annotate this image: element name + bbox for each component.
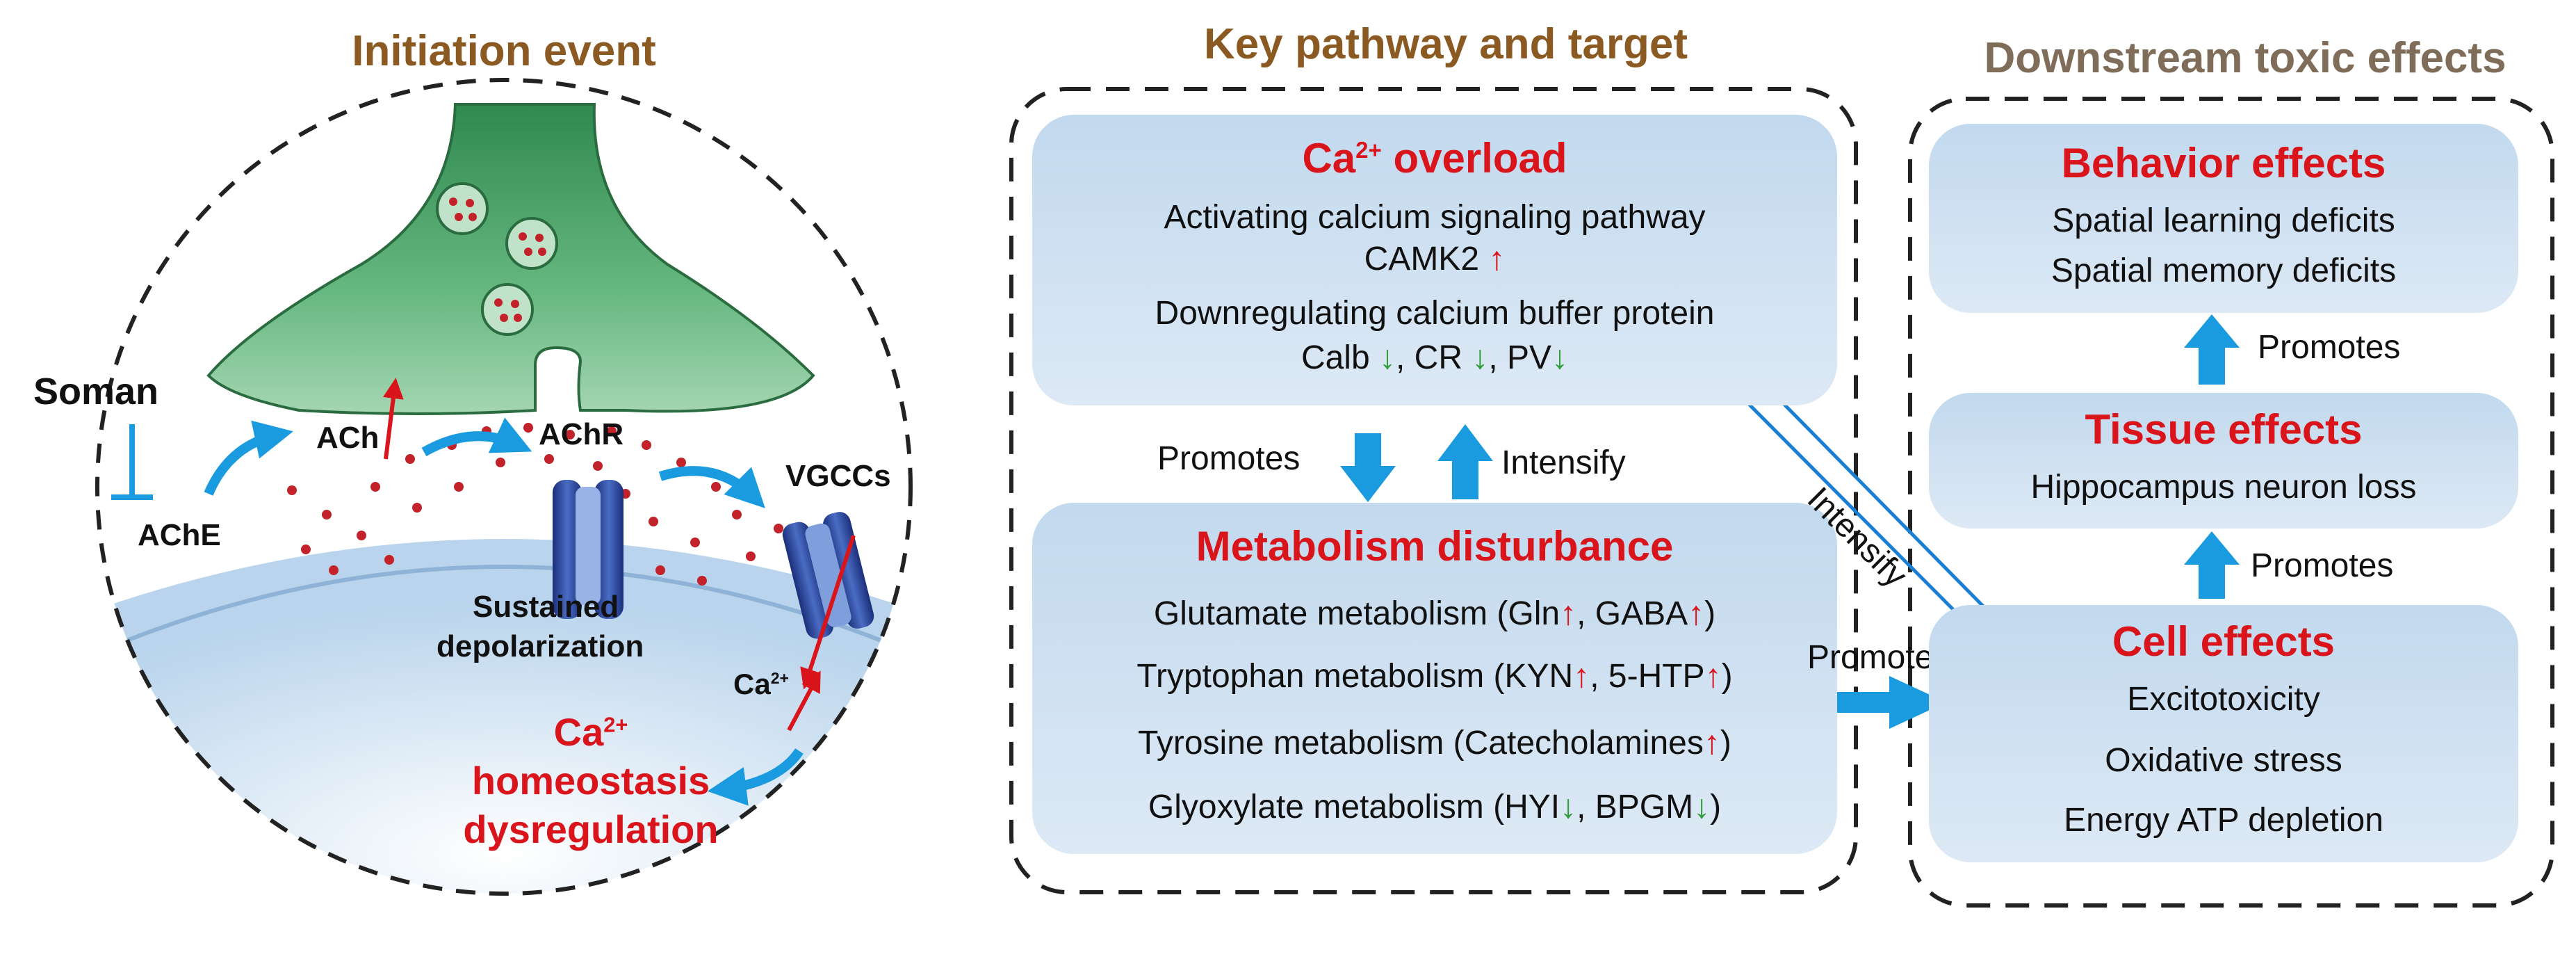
calcium-label: Ca2+	[733, 668, 790, 700]
behavior-title: Behavior effects	[2061, 140, 2386, 186]
behavior-panel: Behavior effects Spatial learning defici…	[1929, 124, 2518, 313]
depolarization-label: depolarization	[437, 629, 644, 663]
calcium-buffer-line: Downregulating calcium buffer protein	[1155, 295, 1715, 332]
calcium-overload-panel: Ca2+ overload Activating calcium signali…	[1032, 115, 1837, 405]
neuron-loss-line: Hippocampus neuron loss	[2030, 469, 2417, 506]
calcium-signaling-line: Activating calcium signaling pathway	[1164, 199, 1706, 236]
achr-to-vgcc-arrow	[658, 466, 765, 508]
spatial-learning-line: Spatial learning deficits	[2052, 202, 2395, 239]
achr-receptor	[553, 480, 623, 619]
promotes-label-bottom: Promotes	[2251, 547, 2394, 584]
glutamate-line: Glutamate metabolism (Gln↑, GABA↑)	[1153, 595, 1716, 632]
initiation-dashed-circle	[95, 78, 913, 896]
sustained-label: Sustained	[473, 590, 619, 624]
dysregulation-label: dysregulation	[463, 807, 719, 851]
promotes-label-cross: Promotes	[1807, 639, 1950, 676]
promotes-up-arrow-top	[2184, 314, 2240, 385]
vgccs-label: VGCCs	[785, 459, 891, 493]
oxidative-stress-line: Oxidative stress	[2105, 742, 2342, 779]
key-pathway-title: Key pathway and target	[1204, 20, 1688, 68]
cell-panel: Cell effects Excitotoxicity Oxidative st…	[1929, 605, 2518, 862]
ache-to-ach-arrow	[204, 420, 293, 496]
synaptic-vesicle	[481, 283, 534, 336]
cell-title: Cell effects	[2112, 618, 2335, 665]
achr-label: AChR	[539, 417, 624, 451]
ca-to-homeostasis-arrow	[707, 748, 804, 806]
tissue-title: Tissue effects	[2085, 406, 2363, 453]
calcium-influx-arrow	[800, 535, 856, 690]
tyrosine-line: Tyrosine metabolism (Catecholamines↑)	[1138, 725, 1731, 761]
intensify-label-key: Intensify	[1501, 444, 1626, 481]
synaptic-vesicle	[505, 217, 558, 270]
key-pathway-frame	[1009, 87, 1858, 894]
tissue-panel: Tissue effects Hippocampus neuron loss	[1929, 393, 2518, 529]
atp-depletion-line: Energy ATP depletion	[2064, 802, 2383, 839]
soman-label: Soman	[33, 371, 159, 412]
vgcc-channel	[782, 512, 874, 639]
intensify-up-arrow	[1437, 424, 1493, 499]
initiation-title: Initiation event	[352, 27, 656, 75]
metabolism-panel: Metabolism disturbance Glutamate metabol…	[1032, 503, 1837, 854]
promotes-label-top: Promotes	[2258, 329, 2401, 366]
ach-label: ACh	[316, 421, 380, 455]
excitotoxicity-line: Excitotoxicity	[2127, 681, 2320, 718]
promotes-up-arrow-bottom	[2184, 531, 2240, 599]
downstream-title: Downstream toxic effects	[1984, 34, 2506, 82]
promotes-label-key: Promotes	[1157, 440, 1301, 477]
homeostasis-label: homeostasis	[471, 759, 710, 803]
calcium-increase-arrow	[787, 670, 821, 732]
homeostasis-ca-label: Ca2+	[553, 710, 628, 754]
spatial-memory-line: Spatial memory deficits	[2051, 252, 2397, 289]
promotes-down-arrow	[1340, 433, 1396, 502]
ach-to-achr-arrow	[421, 417, 532, 457]
metabolism-title: Metabolism disturbance	[1196, 523, 1674, 570]
glyoxylate-line: Glyoxylate metabolism (HYI↓, BPGM↓)	[1148, 789, 1722, 825]
ach-increase-arrow	[382, 378, 404, 460]
calcium-overload-title: Ca2+ overload	[1302, 135, 1567, 182]
ache-label: AChE	[138, 518, 221, 552]
camk2-line: CAMK2 ↑	[1364, 241, 1506, 277]
tryptophan-line: Tryptophan metabolism (KYN↑, 5-HTP↑)	[1136, 658, 1733, 695]
synaptic-vesicle	[436, 182, 489, 235]
buffer-proteins-line: Calb ↓, CR ↓, PV↓	[1301, 339, 1569, 376]
